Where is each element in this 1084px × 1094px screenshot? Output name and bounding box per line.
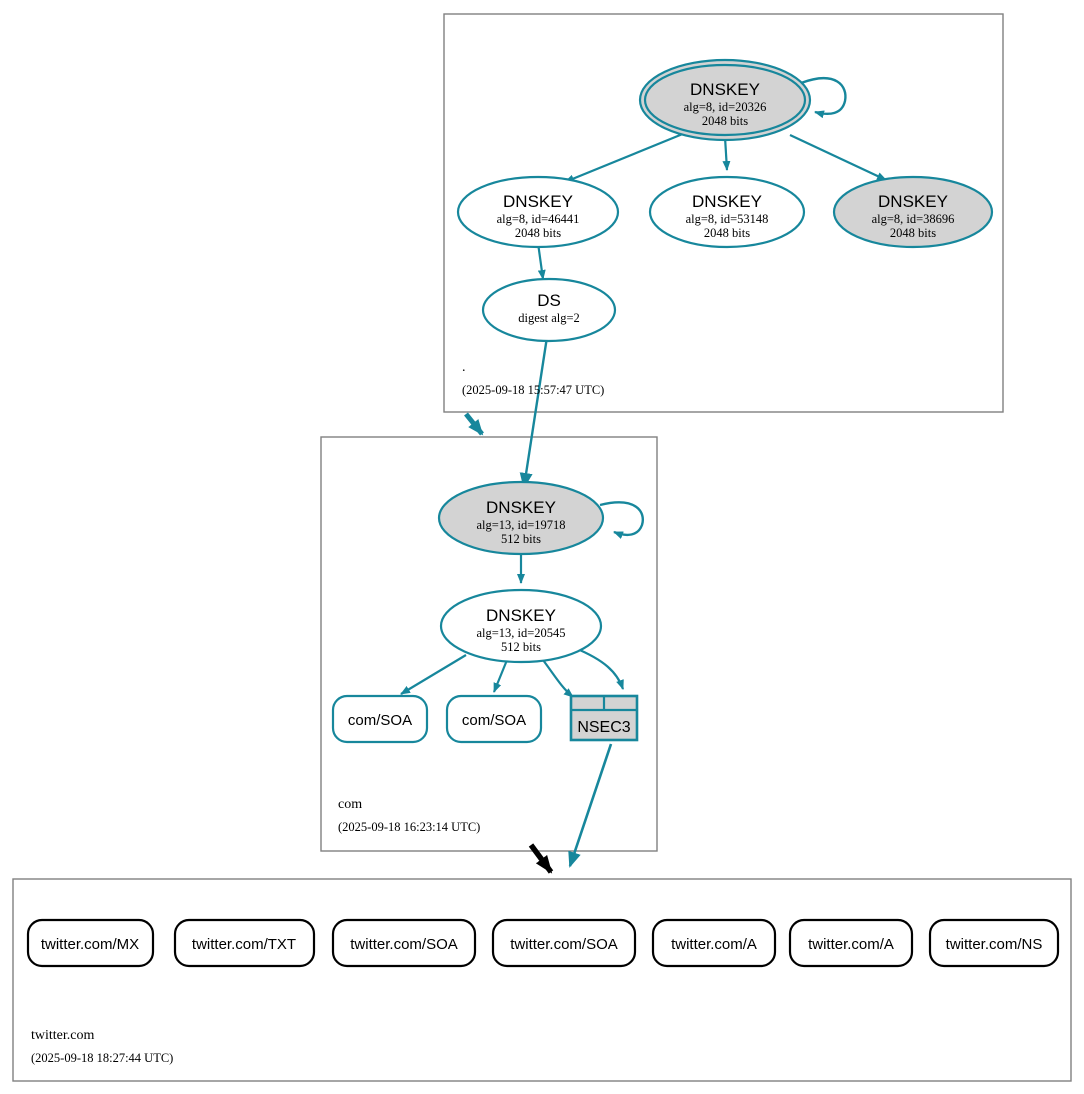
node-com-rrset-soa-2[interactable]: com/SOA bbox=[445, 694, 543, 744]
nsec3-label: NSEC3 bbox=[577, 719, 630, 736]
node-subtitle-alg: alg=8, id=38696 bbox=[872, 212, 955, 226]
edge-com-ksk-self-sign bbox=[599, 501, 644, 539]
rrset-label: twitter.com/SOA bbox=[350, 936, 458, 953]
edge-root-ksk-to-zsk53148 bbox=[722, 136, 731, 171]
node-title: DNSKEY bbox=[486, 498, 556, 517]
node-twitter-rrset-ns[interactable]: twitter.com/NS bbox=[928, 918, 1060, 968]
node-subtitle-bits: 512 bits bbox=[501, 640, 541, 654]
node-subtitle-bits: 2048 bits bbox=[515, 226, 561, 240]
node-twitter-rrset-a-1[interactable]: twitter.com/A bbox=[651, 918, 777, 968]
node-root-dnskey-ksk-20326[interactable]: DNSKEY alg=8, id=20326 2048 bits bbox=[638, 58, 812, 142]
node-twitter-rrset-a-2[interactable]: twitter.com/A bbox=[788, 918, 914, 968]
node-subtitle-alg: alg=8, id=20326 bbox=[684, 100, 767, 114]
edge-root-ksk-to-zsk46441 bbox=[564, 129, 691, 184]
node-twitter-rrset-txt[interactable]: twitter.com/TXT bbox=[173, 918, 316, 968]
edge-root-zsk46441-to-ds bbox=[536, 242, 546, 280]
edge-com-zsk-to-soa-2 bbox=[492, 659, 509, 693]
node-twitter-rrset-mx[interactable]: twitter.com/MX bbox=[26, 918, 155, 968]
rrset-label: com/SOA bbox=[348, 712, 412, 729]
node-title: DS bbox=[537, 291, 561, 310]
zone-label-com: com bbox=[338, 797, 362, 812]
edge-delegation-com-to-twitter bbox=[528, 843, 554, 874]
node-title: DNSKEY bbox=[503, 192, 573, 211]
zone-timestamp-twitter: (2025-09-18 18:27:44 UTC) bbox=[31, 1051, 173, 1065]
node-subtitle-bits: 2048 bits bbox=[704, 226, 750, 240]
edge-root-ksk-self-sign bbox=[800, 77, 847, 119]
rrset-label: twitter.com/A bbox=[808, 936, 894, 953]
node-com-dnskey-ksk-19718[interactable]: DNSKEY alg=13, id=19718 512 bits bbox=[437, 480, 605, 556]
rrset-label: twitter.com/TXT bbox=[192, 936, 296, 953]
node-com-dnskey-zsk-20545[interactable]: DNSKEY alg=13, id=20545 512 bits bbox=[439, 588, 603, 664]
node-subtitle-bits: 2048 bits bbox=[890, 226, 936, 240]
rrset-label: twitter.com/NS bbox=[946, 936, 1043, 953]
node-subtitle-digest: digest alg=2 bbox=[518, 311, 580, 325]
zone-timestamp-com: (2025-09-18 16:23:14 UTC) bbox=[338, 820, 480, 834]
edge-com-zsk-to-nsec3-right bbox=[574, 646, 625, 690]
node-root-dnskey-zsk-53148[interactable]: DNSKEY alg=8, id=53148 2048 bits bbox=[648, 175, 806, 249]
edge-root-ds-to-com-ksk bbox=[519, 336, 549, 489]
node-subtitle-alg: alg=8, id=46441 bbox=[497, 212, 580, 226]
node-twitter-rrset-soa-1[interactable]: twitter.com/SOA bbox=[331, 918, 477, 968]
node-root-dnskey-zsk-46441[interactable]: DNSKEY alg=8, id=46441 2048 bits bbox=[456, 175, 620, 249]
edge-root-ksk-to-zsk38696 bbox=[789, 134, 887, 181]
node-subtitle-bits: 2048 bits bbox=[702, 114, 748, 128]
node-subtitle-bits: 512 bits bbox=[501, 532, 541, 546]
node-title: DNSKEY bbox=[690, 80, 760, 99]
node-title: DNSKEY bbox=[878, 192, 948, 211]
zone-box-twitter bbox=[12, 878, 1072, 1082]
zone-label-root: . bbox=[462, 360, 466, 375]
node-com-rrset-soa-1[interactable]: com/SOA bbox=[331, 694, 429, 744]
edge-com-zsk-to-soa-1 bbox=[400, 654, 467, 695]
rrset-label: twitter.com/A bbox=[671, 936, 757, 953]
rrset-label: twitter.com/SOA bbox=[510, 936, 618, 953]
node-subtitle-alg: alg=13, id=20545 bbox=[476, 626, 565, 640]
node-title: DNSKEY bbox=[486, 606, 556, 625]
node-com-nsec3[interactable]: NSEC3 bbox=[569, 694, 639, 742]
rrset-label: twitter.com/MX bbox=[41, 936, 139, 953]
node-root-dnskey-zsk-38696[interactable]: DNSKEY alg=8, id=38696 2048 bits bbox=[832, 175, 994, 249]
node-subtitle-alg: alg=8, id=53148 bbox=[686, 212, 769, 226]
rrset-label: com/SOA bbox=[462, 712, 526, 729]
node-title: DNSKEY bbox=[692, 192, 762, 211]
node-subtitle-alg: alg=13, id=19718 bbox=[476, 518, 565, 532]
edge-delegation-root-to-com bbox=[464, 412, 484, 436]
node-root-ds[interactable]: DS digest alg=2 bbox=[481, 277, 617, 343]
edge-com-nsec3-to-twitter bbox=[568, 743, 613, 868]
node-twitter-rrset-soa-2[interactable]: twitter.com/SOA bbox=[491, 918, 637, 968]
zone-timestamp-root: (2025-09-18 15:57:47 UTC) bbox=[462, 383, 604, 397]
edge-com-zsk-to-nsec3-left bbox=[542, 659, 574, 698]
zone-label-twitter: twitter.com bbox=[31, 1028, 94, 1043]
